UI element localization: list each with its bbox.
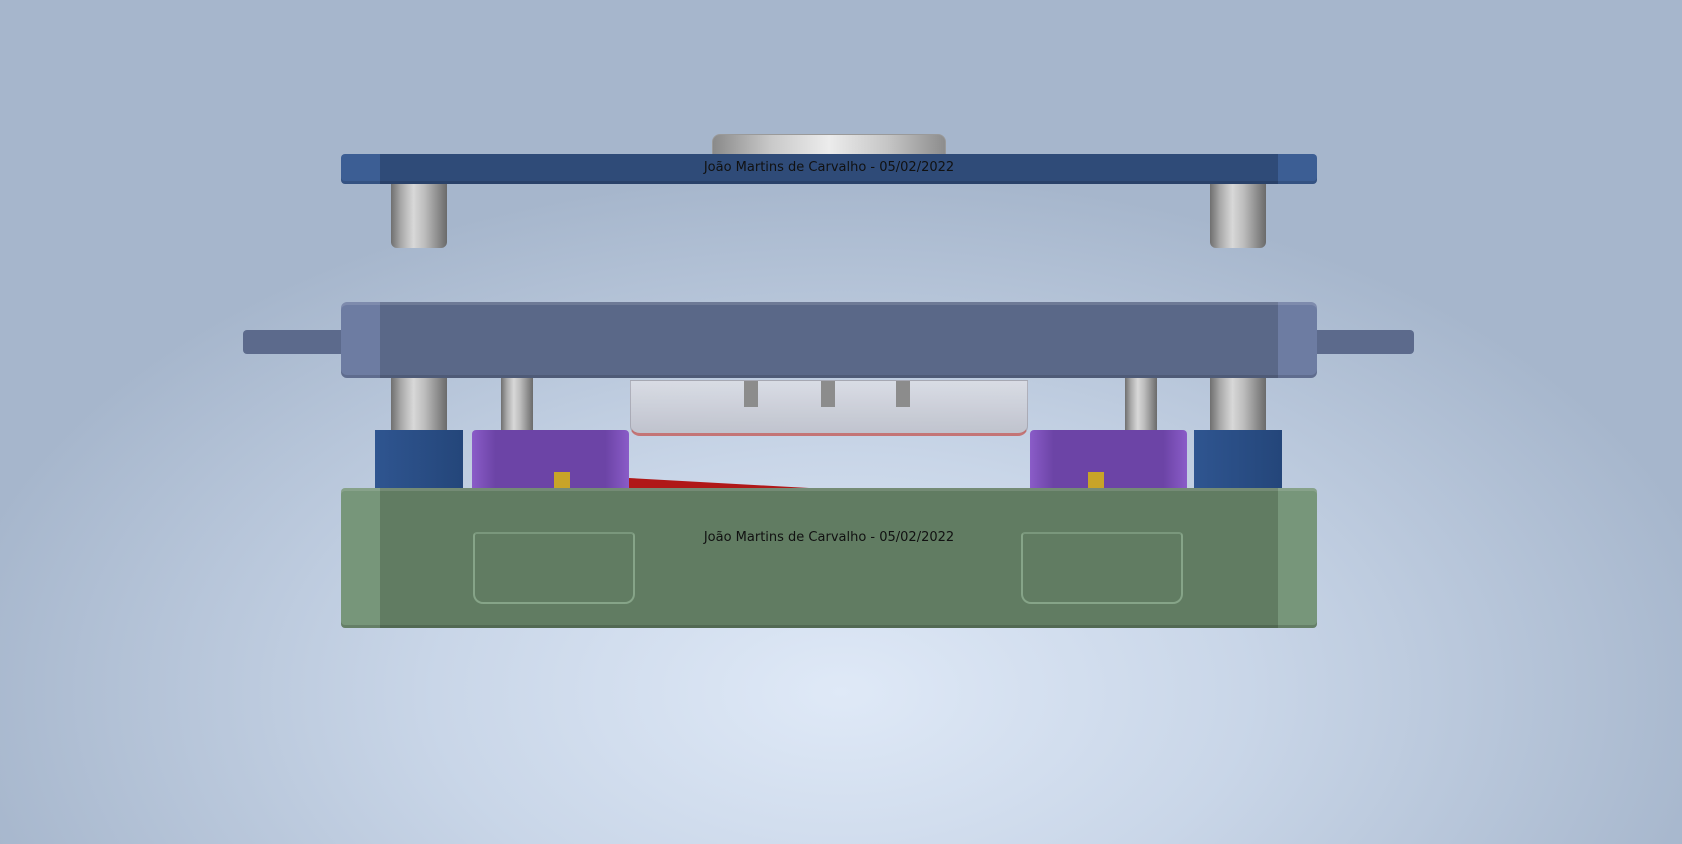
base-plate-label: João Martins de Carvalho - 05/02/2022 bbox=[703, 530, 955, 545]
base-die-plate: João Martins de Carvalho - 05/02/2022 bbox=[341, 488, 1317, 628]
stripper-handle-left bbox=[243, 330, 343, 354]
locating-pin-left bbox=[554, 472, 570, 488]
lower-guide-post-left bbox=[391, 378, 447, 430]
dowel-pin-right bbox=[1125, 378, 1157, 430]
upper-guide-post-left bbox=[391, 184, 447, 248]
stripper-handle-right bbox=[1314, 330, 1414, 354]
dowel-pin-left bbox=[501, 378, 533, 430]
die-block-left bbox=[472, 430, 629, 488]
stripper-plate bbox=[341, 302, 1317, 378]
locating-pin-right bbox=[1088, 472, 1104, 488]
die-block-right bbox=[1030, 430, 1187, 488]
punch-shank bbox=[712, 134, 946, 156]
upper-guide-post-right bbox=[1210, 184, 1266, 248]
sheet-strip bbox=[629, 478, 809, 488]
guide-bushing-left bbox=[375, 430, 463, 488]
guide-bushing-right bbox=[1194, 430, 1282, 488]
top-plate-label: João Martins de Carvalho - 05/02/2022 bbox=[703, 160, 955, 175]
punch-1 bbox=[744, 381, 758, 407]
punch-holder bbox=[630, 380, 1028, 436]
lower-guide-post-right bbox=[1210, 378, 1266, 430]
punch-2 bbox=[821, 381, 835, 407]
punch-3 bbox=[896, 381, 910, 407]
base-pocket-left bbox=[473, 532, 635, 604]
top-die-plate: João Martins de Carvalho - 05/02/2022 bbox=[341, 154, 1317, 184]
base-pocket-right bbox=[1021, 532, 1183, 604]
